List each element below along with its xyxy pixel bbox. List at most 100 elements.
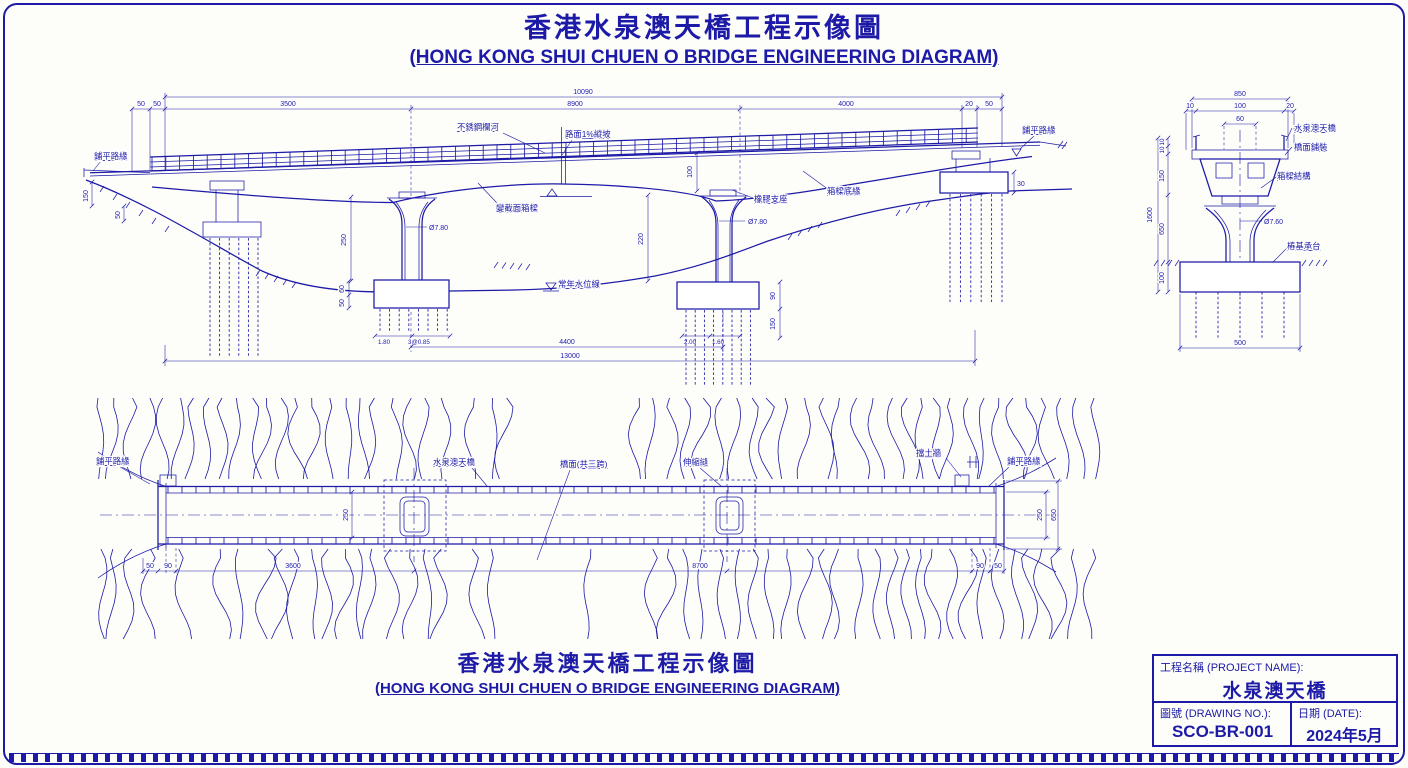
- dim-50-left-b: 50: [153, 101, 161, 108]
- dim-pile2-150: 150: [770, 318, 777, 330]
- mid-span-joint: [540, 127, 592, 197]
- top-title-chinese: 香港水泉澳天橋工程示像圖: [524, 13, 884, 43]
- dim-section-20-right: 20: [1286, 103, 1294, 110]
- elevation-dimension-lines: [91, 93, 1015, 366]
- drawing-no-value: SCO-BR-001: [1171, 722, 1274, 741]
- label-plan-retaining-wall: 擋土牆: [916, 448, 942, 458]
- elevation-view: 10090 50 50 3500 8900 4000 20 50 4400 13…: [82, 88, 1073, 366]
- label-plan-left-road-edge: 鋪平路緣: [96, 456, 130, 466]
- left-abutment-plan: [97, 451, 177, 579]
- dim-section-100b: 100: [1159, 272, 1166, 284]
- label-left-road-edge: 鋪平路緣: [94, 151, 128, 161]
- pier1-plan: [383, 468, 447, 562]
- plan-dimension-lines: [142, 480, 1062, 574]
- label-right-road-edge: 鋪平路緣: [1022, 125, 1056, 135]
- label-stainless-railing: 不銹鋼欄河: [457, 122, 499, 132]
- plan-view: 50 90 3600 8700 90 50 250 250 650 鋪平路緣 水…: [95, 447, 1062, 579]
- terrain-contour-lines: [96, 397, 1101, 640]
- dim-section-10b: 10: [1159, 146, 1166, 153]
- label-girder-soffit: 箱樑底緣: [827, 186, 861, 196]
- dim-plan-250-right: 250: [1037, 509, 1044, 521]
- top-title-english: (HONG KONG SHUI CHUEN O BRIDGE ENGINEERI…: [409, 46, 999, 68]
- label-bearing: 橡膠支座: [754, 194, 788, 204]
- title-block-project-row: 工程名稱 (PROJECT NAME): 水泉澳天橋: [1154, 656, 1396, 703]
- dim-plan-50-left: 50: [146, 563, 154, 570]
- section-dimension-lines: [1157, 98, 1301, 352]
- label-plan-expansion-joint: 伸縮縫: [683, 457, 709, 467]
- dim-50-left-a: 50: [137, 101, 145, 108]
- ground-hatch-marks: [99, 185, 1328, 289]
- railing-elevation: [149, 127, 979, 172]
- label-box-structure: 箱樑結構: [1277, 171, 1311, 181]
- dim-section-650: 650: [1159, 223, 1166, 235]
- dim-50-right: 50: [985, 101, 993, 108]
- dim-span-3: 4000: [838, 101, 854, 108]
- pile-foundations: [209, 194, 1285, 386]
- footing-cross-section: [1179, 261, 1301, 293]
- plan-leader-lines: [119, 457, 1010, 561]
- dim-cap1-50: 50: [339, 299, 346, 307]
- elevation-leader-lines: [92, 132, 1035, 204]
- plan-railing-posts: [167, 487, 995, 544]
- dim-pier2-diameter: Ø7.80: [748, 219, 767, 226]
- bottom-title-chinese: 香港水泉澳天橋工程示像圖: [457, 651, 758, 676]
- cross-section-view: 850 10 100 20 60 Ø7.60 500 1600 10 10 15…: [1146, 90, 1338, 352]
- dim-plan-span1: 3600: [285, 563, 301, 570]
- drawing-no-cell: 圖號 (DRAWING NO.): SCO-BR-001: [1154, 703, 1290, 746]
- project-name-value: 水泉澳天橋: [1222, 681, 1328, 702]
- sheet-bottom-ruler-strip: [9, 753, 1399, 762]
- dim-plan-mid-span: 8700: [692, 563, 708, 570]
- dim-span-2: 8900: [567, 101, 583, 108]
- dim-left-50: 50: [115, 211, 122, 219]
- pier2-plan: [703, 468, 756, 562]
- pier-2: [676, 189, 760, 310]
- dim-section-1600: 1600: [1147, 207, 1154, 223]
- dim-plan-50-right: 50: [994, 563, 1002, 570]
- right-abutment-plan: [954, 456, 1057, 573]
- dim-20-right: 20: [965, 101, 973, 108]
- left-abutment: [202, 180, 262, 238]
- sheet-border-frame: [3, 3, 1405, 765]
- title-block: 工程名稱 (PROJECT NAME): 水泉澳天橋 圖號 (DRAWING N…: [1152, 654, 1398, 747]
- pier-1: [373, 191, 450, 309]
- dim-plan-90-right: 90: [976, 563, 984, 570]
- dim-overall-length: 10090: [573, 89, 593, 96]
- deck-plan: [100, 485, 1062, 545]
- bottom-title-block: 香港水泉澳天橋工程示像圖 (HONG KONG SHUI CHUEN O BRI…: [140, 650, 1075, 698]
- drawing-no-label: 圖號 (DRAWING NO.):: [1160, 708, 1271, 720]
- title-block-bottom-row: 圖號 (DRAWING NO.): SCO-BR-001 日期 (DATE): …: [1154, 703, 1396, 746]
- dim-section-10-left: 10: [1186, 103, 1194, 110]
- top-title-block: 香港水泉澳天橋工程示像圖 (HONG KONG SHUI CHUEN O BRI…: [0, 12, 1408, 70]
- dim-pile1-a: 1.80: [378, 339, 391, 346]
- dim-pile1-b: 3@0.85: [408, 339, 430, 346]
- dim-right-30: 30: [1017, 181, 1025, 188]
- pier-cross-section: [1204, 130, 1276, 300]
- dim-plan-90-left: 90: [164, 563, 172, 570]
- project-name-label: 工程名稱 (PROJECT NAME):: [1160, 662, 1304, 674]
- dim-section-850: 850: [1234, 91, 1246, 98]
- date-label: 日期 (DATE):: [1298, 708, 1362, 720]
- dim-section-diameter: Ø7.60: [1264, 219, 1283, 226]
- dim-pier2-height: 220: [638, 233, 645, 245]
- right-abutment: [939, 148, 1022, 194]
- bottom-title-english: (HONG KONG SHUI CHUEN O BRIDGE ENGINEERI…: [374, 679, 840, 697]
- label-plan-bridge-name: 水泉澳天橋: [433, 457, 475, 467]
- dim-section-100: 100: [1234, 103, 1246, 110]
- dim-left-150: 150: [83, 190, 90, 202]
- dim-section-150: 150: [1159, 170, 1166, 182]
- water-level-symbol: [543, 282, 559, 292]
- label-pile-cap: 樁基承台: [1287, 241, 1321, 251]
- dim-plan-250-left: 250: [343, 509, 350, 521]
- dimension-tick-marks: [89, 94, 1303, 574]
- dim-pile2-b: 1.60: [712, 339, 725, 346]
- dim-pier-spacing: 4400: [559, 339, 575, 346]
- dim-section-60: 60: [1236, 116, 1244, 123]
- dim-cap2-90: 90: [770, 292, 777, 300]
- date-cell: 日期 (DATE): 2024年5月: [1290, 703, 1396, 746]
- dim-pier1-diameter: Ø7.80: [429, 225, 448, 232]
- dim-cap1-60: 60: [339, 285, 346, 293]
- ground-profile-line: [85, 179, 1073, 293]
- bridge-deck-elevation: [83, 140, 1068, 204]
